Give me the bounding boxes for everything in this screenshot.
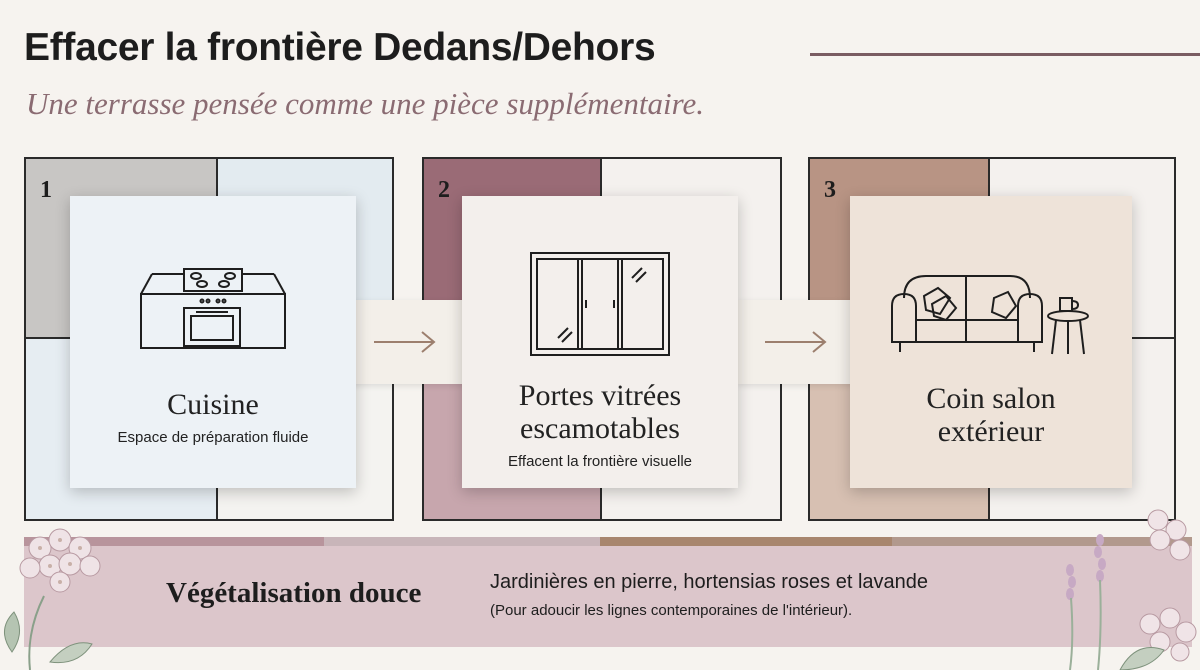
step-card-1: Cuisine Espace de préparation fluide xyxy=(70,196,356,488)
sofa-icon xyxy=(891,275,1089,355)
bar-strip xyxy=(324,537,600,546)
step-title-line-1: Portes vitrées xyxy=(518,379,682,412)
connector-2 xyxy=(738,300,854,384)
kitchen-stove-icon xyxy=(140,268,286,349)
step-card-3: Coin salon extérieur xyxy=(850,196,1132,488)
bar-strip xyxy=(24,537,324,546)
step-subtitle: Effacent la frontière visuelle xyxy=(508,453,692,470)
step-title-line-2: escamotables xyxy=(520,412,680,445)
page-subtitle: Une terrasse pensée comme une pièce supp… xyxy=(26,86,705,121)
bar-strip xyxy=(600,537,892,546)
bottom-description: Jardinières en pierre, hortensias roses … xyxy=(490,571,929,593)
step-card-2: Portes vitrées escamotables Effacent la … xyxy=(462,196,738,488)
arrow-right-icon xyxy=(765,331,827,353)
step-number: 2 xyxy=(438,177,450,203)
lavender-icon xyxy=(1066,509,1197,670)
hydrangea-flower-icon xyxy=(4,528,101,670)
step-number: 3 xyxy=(824,177,836,203)
sliding-glass-door-icon xyxy=(530,252,670,356)
bar-strip xyxy=(892,537,1192,546)
title-rule xyxy=(810,53,1200,56)
page-title: Effacer la frontière Dedans/Dehors xyxy=(24,26,656,69)
connector-1 xyxy=(344,300,466,384)
step-title: Cuisine xyxy=(167,388,259,421)
step-title-line-1: Coin salon xyxy=(926,382,1056,415)
bottom-note: (Pour adoucir les lignes contemporaines … xyxy=(490,602,853,619)
step-number: 1 xyxy=(40,177,52,203)
step-title-line-2: extérieur xyxy=(937,415,1045,448)
bottom-banner: Végétalisation douce Jardinières en pier… xyxy=(24,537,1192,647)
step-subtitle: Espace de préparation fluide xyxy=(117,429,309,446)
arrow-right-icon xyxy=(374,331,436,353)
bottom-title: Végétalisation douce xyxy=(166,577,422,609)
